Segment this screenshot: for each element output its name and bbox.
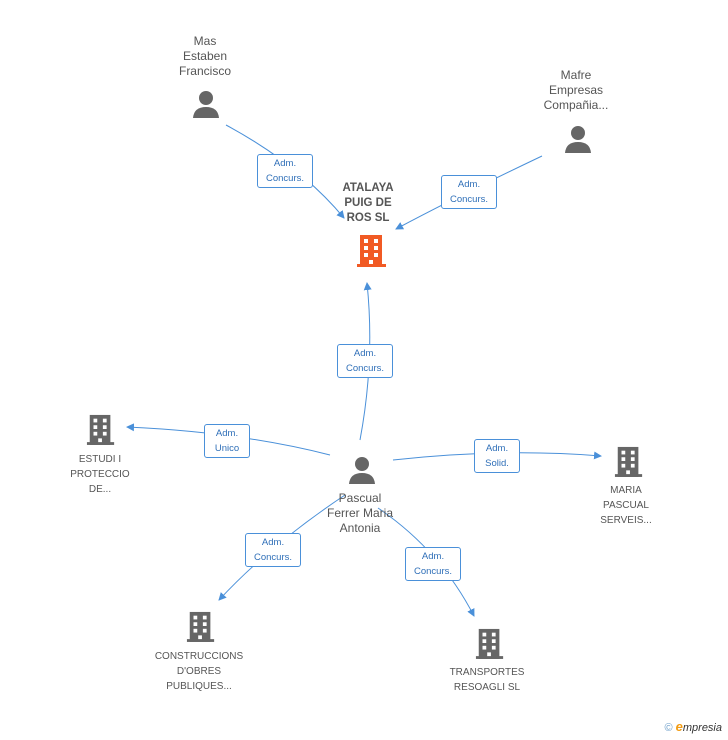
person-line: Empresas <box>548 83 604 97</box>
company-label-transportes[interactable]: TRANSPORTES RESOAGLI SL <box>440 665 534 695</box>
relation-box-pascual-estudi[interactable]: Adm. Unico <box>204 424 250 458</box>
building-icon[interactable] <box>86 412 116 446</box>
relation-line: Concurs. <box>345 363 384 374</box>
center-company-label[interactable]: ATALAYA PUIG DE ROS SL <box>330 181 406 226</box>
person-line: Pascual <box>338 491 382 505</box>
relation-box-mas-center[interactable]: Adm. Concurs. <box>257 154 313 188</box>
person-line: Estaben <box>182 49 228 63</box>
company-line: CONSTRUCCIONS <box>154 651 244 662</box>
company-line: PUBLIQUES... <box>166 681 232 692</box>
relation-line: Adm. <box>485 443 509 454</box>
person-label-pascual[interactable]: Pascual Ferrer Maria Antonia <box>315 491 405 536</box>
relation-line: Adm. <box>457 179 481 190</box>
company-line: DE... <box>88 484 112 495</box>
company-line: D'OBRES <box>176 666 222 677</box>
company-line: SERVEIS... <box>600 515 652 526</box>
building-icon[interactable] <box>475 626 505 660</box>
company-label-maria[interactable]: MARIA PASCUAL SERVEIS... <box>586 483 666 528</box>
center-company-line: ROS SL <box>346 212 390 224</box>
company-line: PROTECCIO <box>70 469 130 480</box>
building-icon[interactable] <box>186 609 216 643</box>
relation-line: Unico <box>214 443 240 454</box>
center-company-line: PUIG DE <box>344 197 392 209</box>
relation-line: Concurs. <box>449 194 488 205</box>
person-line: Ferrer Maria <box>326 506 393 520</box>
person-line: Mafre <box>560 68 592 82</box>
person-label-mas[interactable]: Mas Estaben Francisco <box>160 34 250 79</box>
relation-line: Adm. <box>353 348 377 359</box>
relation-line: Adm. <box>421 551 445 562</box>
person-label-mafre[interactable]: Mafre Empresas Compañia... <box>530 68 622 113</box>
company-label-construccions[interactable]: CONSTRUCCIONS D'OBRES PUBLIQUES... <box>144 649 254 694</box>
relation-box-pascual-construccions[interactable]: Adm. Concurs. <box>245 533 301 567</box>
person-line: Mas <box>193 34 217 48</box>
building-icon[interactable] <box>356 233 388 267</box>
relation-line: Concurs. <box>253 552 292 563</box>
person-line: Francisco <box>178 64 231 78</box>
company-line: PASCUAL <box>603 500 649 511</box>
relation-line: Adm. <box>261 537 285 548</box>
company-line: MARIA <box>610 485 642 496</box>
brand-watermark: © empresia <box>664 719 722 734</box>
relation-box-pascual-center[interactable]: Adm. Concurs. <box>337 344 393 378</box>
center-company-line: ATALAYA <box>342 182 394 194</box>
relation-box-pascual-maria[interactable]: Adm. Solid. <box>474 439 520 473</box>
person-line: Compañia... <box>543 98 609 112</box>
copyright-symbol: © <box>664 722 673 734</box>
company-label-estudi[interactable]: ESTUDI I PROTECCIO DE... <box>60 452 140 497</box>
relation-line: Concurs. <box>413 566 452 577</box>
brand-logo-text: mpresia <box>682 722 722 734</box>
relation-box-pascual-transportes[interactable]: Adm. Concurs. <box>405 547 461 581</box>
person-icon[interactable] <box>347 455 377 485</box>
person-line: Antonia <box>339 521 381 535</box>
relation-line: Adm. <box>215 428 239 439</box>
building-icon[interactable] <box>614 444 644 478</box>
relation-line: Concurs. <box>265 173 304 184</box>
person-icon[interactable] <box>563 124 593 154</box>
company-line: RESOAGLI SL <box>453 682 521 693</box>
relation-box-mafre-center[interactable]: Adm. Concurs. <box>441 175 497 209</box>
brand-logo-initial: e <box>675 719 683 734</box>
person-icon[interactable] <box>191 89 221 119</box>
company-line: ESTUDI I <box>78 454 122 465</box>
relation-line: Adm. <box>273 158 297 169</box>
relation-line: Solid. <box>485 458 509 469</box>
company-line: TRANSPORTES <box>449 667 525 678</box>
